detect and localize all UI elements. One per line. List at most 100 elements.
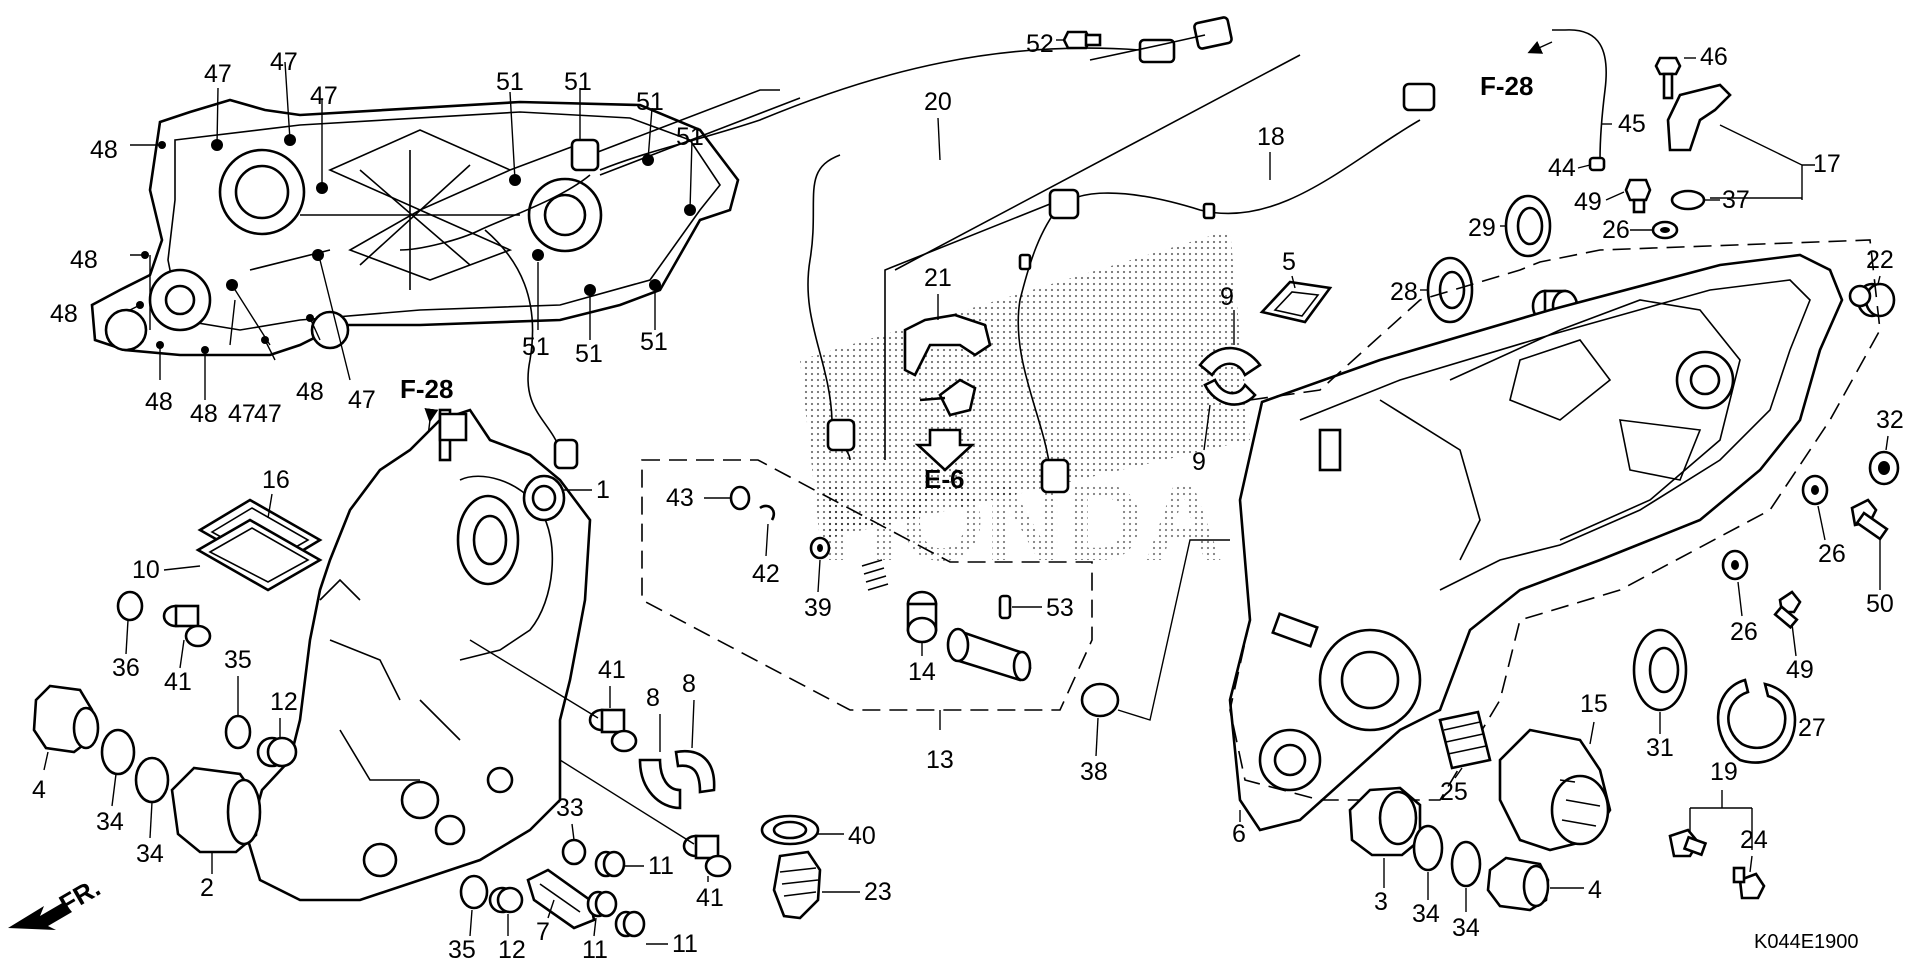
callout-27: 27 <box>1798 714 1826 742</box>
strainer-7 <box>526 868 596 930</box>
plug-4-left <box>32 684 100 754</box>
callout-51: 51 <box>564 68 592 96</box>
bearing-shell-9 <box>1198 346 1262 406</box>
callout-33: 33 <box>556 794 584 822</box>
callout-17: 17 <box>1813 150 1841 178</box>
callout-52: 52 <box>1026 30 1054 58</box>
callout-4: 4 <box>32 776 46 804</box>
callout-24: 24 <box>1740 826 1768 854</box>
callout-14: 14 <box>908 658 936 686</box>
cap-3 <box>1348 786 1422 857</box>
callout-47: 47 <box>310 82 338 110</box>
callout-6: 6 <box>1232 820 1246 848</box>
callout-39: 39 <box>804 594 832 622</box>
callout-41: 41 <box>164 668 192 696</box>
callout-47: 47 <box>228 400 256 428</box>
callout-49: 49 <box>1786 656 1814 684</box>
callout-48: 48 <box>145 388 173 416</box>
drain-bolt-23 <box>760 814 822 920</box>
sensor-17 <box>1654 56 1732 152</box>
callout-48: 48 <box>70 246 98 274</box>
callout-36: 36 <box>112 654 140 682</box>
spring <box>861 559 889 591</box>
circlip-27 <box>1716 678 1797 764</box>
diagram-code: K044E1900 <box>1754 931 1859 953</box>
callout-11: 11 <box>582 936 608 962</box>
callout-12: 12 <box>270 688 298 716</box>
callout-4: 4 <box>1588 876 1602 904</box>
plate-5 <box>1259 280 1333 324</box>
callout-8: 8 <box>646 684 660 712</box>
callout-46: 46 <box>1700 43 1728 71</box>
callout-51: 51 <box>640 328 668 356</box>
callout-53: 53 <box>1046 594 1074 622</box>
callout-18: 18 <box>1257 123 1285 151</box>
bolt-50 <box>1850 498 1889 541</box>
pin-41b <box>588 708 638 753</box>
callout-23: 23 <box>864 878 892 906</box>
bolt-49 <box>1773 590 1802 630</box>
callout-48: 48 <box>296 378 324 406</box>
callout-26: 26 <box>1730 618 1758 646</box>
ref-e6: E-6 <box>924 464 964 494</box>
bolt-19a <box>1668 828 1708 858</box>
callout-47: 47 <box>348 386 376 414</box>
callout-20: 20 <box>924 88 952 116</box>
screen-25 <box>1438 710 1492 770</box>
callout-9: 9 <box>1220 283 1234 311</box>
callout-5: 5 <box>1282 248 1296 276</box>
piston <box>946 627 1032 682</box>
collar-14 <box>906 590 938 644</box>
callout-47: 47 <box>204 60 232 88</box>
pin-41a <box>162 604 212 648</box>
callout-26: 26 <box>1602 216 1630 244</box>
oil-filter-15 <box>1498 728 1612 852</box>
callout-35: 35 <box>224 646 252 674</box>
callout-8: 8 <box>682 670 696 698</box>
callout-19: 19 <box>1710 758 1738 786</box>
cover-callout-leaders <box>129 61 693 400</box>
oil-seal-31 <box>1632 628 1688 712</box>
callout-12: 12 <box>498 936 526 962</box>
callout-45: 45 <box>1618 110 1646 138</box>
callout-51: 51 <box>636 88 664 116</box>
ref-f28-top: F-28 <box>1480 71 1533 101</box>
callout-37: 37 <box>1722 186 1750 214</box>
callout-10: 10 <box>132 556 160 584</box>
callout-11: 11 <box>648 852 674 880</box>
callout-51: 51 <box>522 333 550 361</box>
collar-11 <box>586 850 646 938</box>
callout-25: 25 <box>1440 778 1468 806</box>
left-crankcase-1 <box>246 408 592 902</box>
right-crankcase-6 <box>1228 253 1872 832</box>
callout-34: 34 <box>1452 914 1480 942</box>
callout-2: 2 <box>200 874 214 902</box>
bolt-52 <box>1062 30 1102 50</box>
callout-15: 15 <box>1580 690 1608 718</box>
callout-48: 48 <box>50 300 78 328</box>
callout-49: 49 <box>1574 188 1602 216</box>
callout-34: 34 <box>1412 900 1440 928</box>
callout-41: 41 <box>696 884 724 912</box>
callout-51: 51 <box>575 340 603 368</box>
plug-4-right <box>1486 856 1550 912</box>
callout-28: 28 <box>1390 278 1418 306</box>
callout-26: 26 <box>1818 540 1846 568</box>
callout-11: 11 <box>672 930 698 958</box>
bearing-29 <box>1504 194 1552 258</box>
callout-3: 3 <box>1374 888 1388 916</box>
bolt-24 <box>1732 866 1766 900</box>
ref-f28-left: F-28 <box>400 374 453 404</box>
callout-43: 43 <box>666 484 694 512</box>
crankcase-cover-assembly <box>90 98 740 357</box>
callout-41: 41 <box>598 656 626 684</box>
callout-40: 40 <box>848 822 876 850</box>
callout-51: 51 <box>496 68 524 96</box>
callout-9: 9 <box>1192 448 1206 476</box>
callout-32: 32 <box>1876 406 1904 434</box>
front-arrow: FR. <box>8 872 105 930</box>
callout-44: 44 <box>1548 154 1576 182</box>
gasket-10 <box>195 518 323 592</box>
watermark-text: HONDA <box>820 461 1223 584</box>
